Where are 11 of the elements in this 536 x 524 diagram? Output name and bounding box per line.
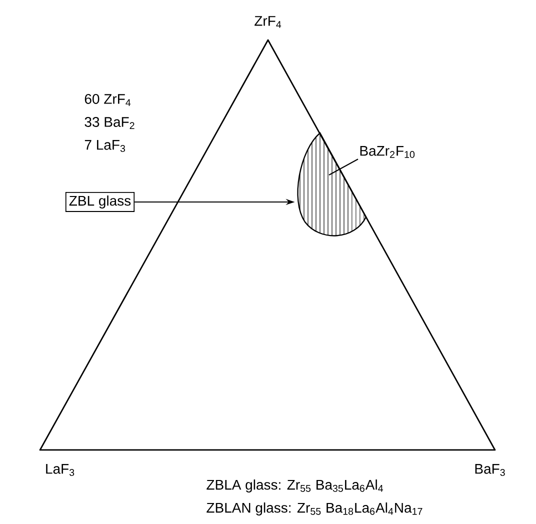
composition-label: 33 BaF$_{2}$	[84, 117, 134, 129]
composition-label: 7 LaF$_{3}$	[84, 140, 126, 152]
vertex-label: BaF$_{3}$	[475, 464, 505, 476]
leader-line	[328, 158, 358, 176]
vertex-label: LaF$_{3}$	[46, 464, 74, 476]
vertex-label: ZrF$_{4}$	[254, 16, 282, 28]
label-box: ZBL glass	[65, 192, 135, 212]
formula-note: ZBLA glass: Zr$_{55}$ Ba$_{35}$La$_{6}$Al$_{4}$	[206, 479, 384, 492]
phase-label: BaZr$_{2}$F$_{10}$	[360, 146, 415, 158]
formula-note: ZBLAN glass: Zr$_{55}$ Ba$_{18}$La$_{6}$Al$_{4}$Na$_{17}$	[206, 502, 422, 516]
composition-label: 60 ZrF$_{4}$	[84, 94, 131, 106]
